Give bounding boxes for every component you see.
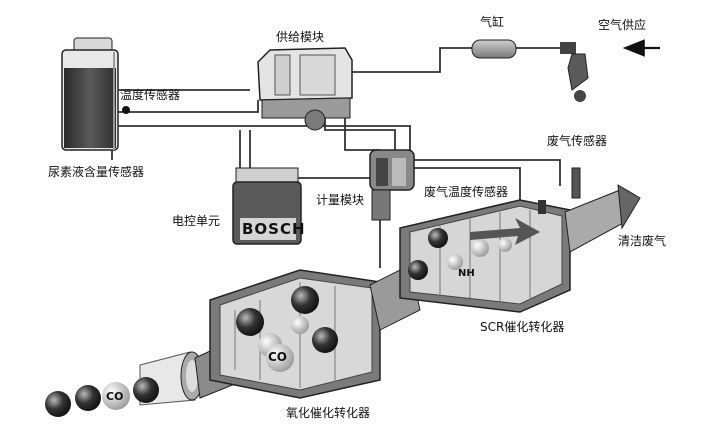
ecu-label: 电控单元 <box>172 214 221 228</box>
exhaust-temp-sensor-probe <box>538 200 546 214</box>
air-cylinder <box>471 39 589 102</box>
bosch-logo: BOSCH <box>242 220 306 238</box>
oxidation-catalyst <box>209 269 381 399</box>
nh-molecule: NH <box>458 268 475 279</box>
ecu-box <box>232 167 302 245</box>
exhaust-sensor-probe <box>571 167 581 199</box>
exhaust-temp-sensor-label: 废气温度传感器 <box>424 185 509 199</box>
urea-sensor-label: 尿素液含量传感器 <box>48 165 145 179</box>
exhaust-sensor-label: 废气传感器 <box>547 134 608 148</box>
dosing-module-label: 计量模块 <box>316 193 365 207</box>
co-molecule-catalyst: CO <box>268 350 288 364</box>
oxidation-catalyst-label: 氧化催化转化器 <box>286 406 371 420</box>
exhaust-outlet <box>564 184 641 253</box>
temp-sensor-label: 温度传感器 <box>120 88 181 102</box>
scr-catalyst-label: SCR催化转化器 <box>480 320 565 334</box>
supply-module-label: 供给模块 <box>276 30 325 44</box>
incoming-molecules <box>45 377 159 417</box>
cylinder-label: 气缸 <box>480 15 505 29</box>
supply-module <box>257 47 353 131</box>
urea-tank <box>61 37 119 151</box>
scr-catalyst <box>399 199 571 313</box>
dosing-module <box>369 149 415 221</box>
clean-exhaust-label: 清洁废气 <box>618 234 667 248</box>
co-molecule-inlet: CO <box>106 390 124 403</box>
air-supply-label: 空气供应 <box>598 18 647 32</box>
